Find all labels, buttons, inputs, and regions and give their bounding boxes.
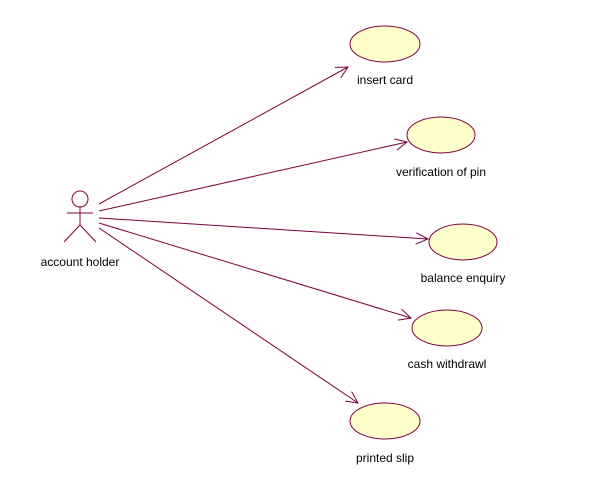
associations <box>98 66 430 404</box>
use-case-ellipse <box>349 25 421 63</box>
use-case-ellipse <box>349 402 421 440</box>
actor-label: account holder <box>41 255 120 269</box>
use-case-label: cash withdrawl <box>408 357 487 371</box>
use-case-label: balance enquiry <box>421 271 506 285</box>
association-insert-card <box>98 66 349 205</box>
use-case-label: verification of pin <box>396 165 486 179</box>
use-case-cash-withdrawl[interactable]: cash withdrawl <box>408 309 487 371</box>
use-case-insert-card[interactable]: insert card <box>349 25 421 87</box>
use-case-printed-slip[interactable]: printed slip <box>349 402 421 465</box>
use-case-balance-enquiry[interactable]: balance enquiry <box>421 223 506 285</box>
association-printed-slip <box>98 227 359 404</box>
use-case-ellipse <box>411 309 483 347</box>
actor-account-holder[interactable]: account holder <box>41 190 120 269</box>
association-cash-withdrawl <box>98 222 413 321</box>
use-case-ellipse <box>428 223 498 261</box>
association-balance-enquiry <box>98 217 430 245</box>
use-case-verification-of-pin[interactable]: verification of pin <box>396 116 486 179</box>
association-verification-of-pin <box>98 138 409 212</box>
actor-stick-figure-icon <box>63 190 97 243</box>
use-case-label: insert card <box>357 73 413 87</box>
use-case-label: printed slip <box>356 451 414 465</box>
use-case-ellipse <box>406 116 476 154</box>
